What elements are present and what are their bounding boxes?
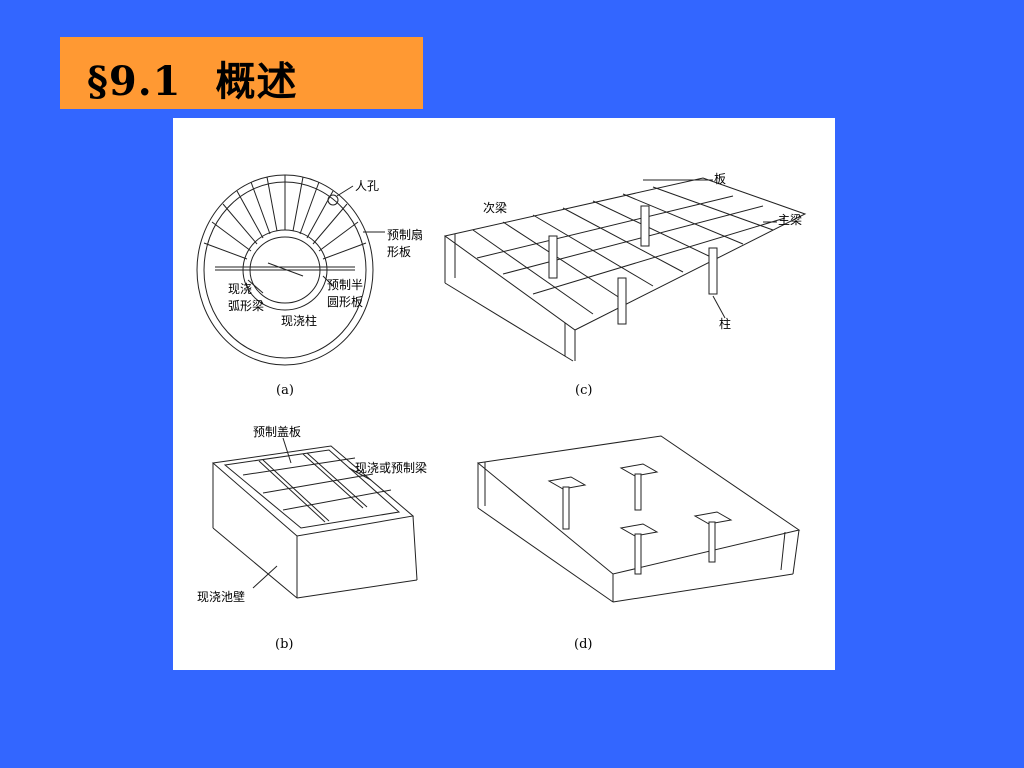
label-slab: 板 <box>714 172 726 186</box>
section-symbol: § <box>87 58 109 105</box>
label-wall: 现浇池壁 <box>197 589 245 604</box>
title-label: 概述 <box>215 58 298 105</box>
caption-d: (d) <box>574 637 592 652</box>
label-cast-arc-beam-2: 弧形梁 <box>228 298 264 313</box>
title-banner: §9.1 概述 <box>60 37 423 109</box>
manhole <box>327 194 339 206</box>
label-precast-cover: 预制盖板 <box>253 425 301 439</box>
panel-c-drawing <box>443 177 807 362</box>
structural-diagrams: 人孔 预制扇 形板 现浇 弧形梁 预制半 圆形板 现浇柱 (a) <box>196 172 807 652</box>
label-precast-semi-1: 预制半 <box>327 278 363 292</box>
panel-a-drawing <box>196 174 385 366</box>
label-manhole: 人孔 <box>355 179 379 193</box>
panel-d-drawing <box>476 435 801 603</box>
label-precast-semi-2: 圆形板 <box>327 295 363 309</box>
label-cast-arc-beam-1: 现浇 <box>228 282 252 296</box>
caption-a: (a) <box>276 383 294 398</box>
label-secondary-beam: 次梁 <box>483 200 507 215</box>
label-beam: 现浇或预制梁 <box>355 460 427 475</box>
caption-b: (b) <box>275 637 293 652</box>
caption-c: (c) <box>575 383 592 398</box>
label-precast-sector-2: 形板 <box>387 245 411 259</box>
label-cast-column: 现浇柱 <box>281 313 317 328</box>
panel-b-drawing <box>211 437 418 599</box>
label-precast-sector-1: 预制扇 <box>387 227 423 242</box>
label-main-beam: 主梁 <box>778 212 802 227</box>
section-number: 9.1 <box>108 58 182 105</box>
slide-title: §9.1 概述 <box>87 49 298 107</box>
figure-panel: 人孔 预制扇 形板 现浇 弧形梁 预制半 圆形板 现浇柱 (a) <box>173 118 835 670</box>
label-column: 柱 <box>719 316 731 331</box>
